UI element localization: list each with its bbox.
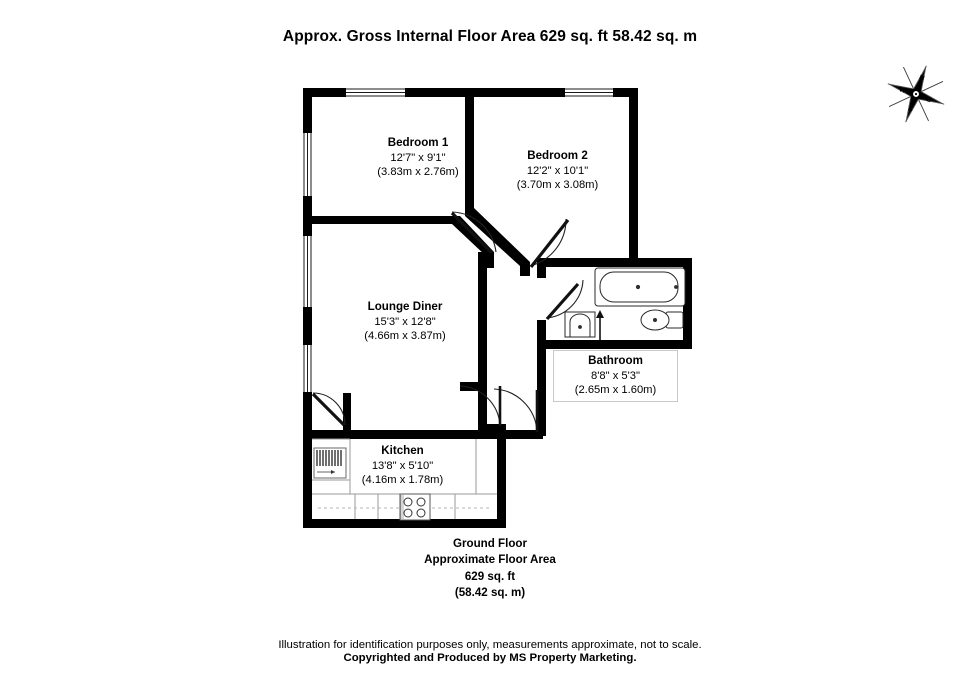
room-name: Bathroom — [588, 354, 643, 367]
door-jambs — [498, 386, 539, 432]
walls — [303, 88, 692, 528]
kitchen-hob — [399, 493, 431, 521]
room-dimensions-imperial: 12'7" x 9'1" — [390, 151, 446, 164]
room-dimensions-metric: (4.16m x 1.78m) — [361, 474, 444, 487]
compass-rose: N E S W — [887, 65, 945, 123]
window-openings — [303, 88, 613, 392]
room-label-bedroom1: Bedroom 1 12'7" x 9'1" (3.83m x 2.76m) — [358, 136, 478, 179]
radiator-marker — [596, 310, 604, 340]
room-label-kitchen: Kitchen 13'8" x 5'10" (4.16m x 1.78m) — [340, 444, 465, 487]
room-dimensions-imperial: 15'3" x 12'8" — [374, 315, 436, 328]
door-leaves — [311, 211, 580, 427]
disclaimer-line-1: Illustration for identification purposes… — [278, 639, 702, 651]
disclaimer: Illustration for identification purposes… — [0, 639, 980, 664]
room-label-bedroom2: Bedroom 2 12'2" x 10'1" (3.70m x 3.08m) — [495, 149, 620, 192]
room-label-lounge-diner: Lounge Diner 15'3" x 12'8" (4.66m x 3.87… — [340, 300, 470, 343]
room-dimensions-imperial: 13'8" x 5'10" — [371, 459, 434, 472]
room-label-bathroom: Bathroom 8'8" x 5'3" (2.65m x 1.60m) — [553, 350, 678, 403]
floor-area-caption: Approximate Floor Area — [424, 553, 556, 567]
compass-label-n: N — [918, 74, 925, 82]
floor-area-summary: Ground Floor Approximate Floor Area 629 … — [0, 536, 980, 602]
compass-label-w: W — [898, 86, 907, 95]
compass-label-e: E — [925, 96, 932, 104]
floor-area-sqft: 629 sq. ft — [464, 569, 516, 583]
room-name: Bedroom 2 — [527, 149, 588, 162]
room-dimensions-imperial: 12'2" x 10'1" — [526, 164, 589, 177]
bathroom-fixtures — [564, 267, 686, 340]
room-name: Kitchen — [381, 444, 424, 457]
kitchen-appliance — [313, 447, 347, 479]
floor-name: Ground Floor — [452, 537, 528, 550]
room-name: Lounge Diner — [367, 300, 443, 313]
room-dimensions-metric: (4.66m x 3.87m) — [364, 330, 446, 343]
compass-label-s: S — [907, 105, 914, 113]
room-dimensions-imperial: 8'8" x 5'3" — [591, 369, 640, 382]
room-name: Bedroom 1 — [387, 136, 449, 149]
floor-area-sqm: (58.42 sq. m) — [454, 586, 526, 600]
room-dimensions-metric: (3.70m x 3.08m) — [516, 179, 599, 192]
room-dimensions-metric: (3.83m x 2.76m) — [377, 166, 459, 179]
doors — [312, 211, 584, 433]
page-title: Approx. Gross Internal Floor Area 629 sq… — [282, 28, 698, 45]
room-dimensions-metric: (2.65m x 1.60m) — [574, 384, 657, 397]
disclaimer-line-2: Copyrighted and Produced by MS Property … — [343, 652, 637, 664]
